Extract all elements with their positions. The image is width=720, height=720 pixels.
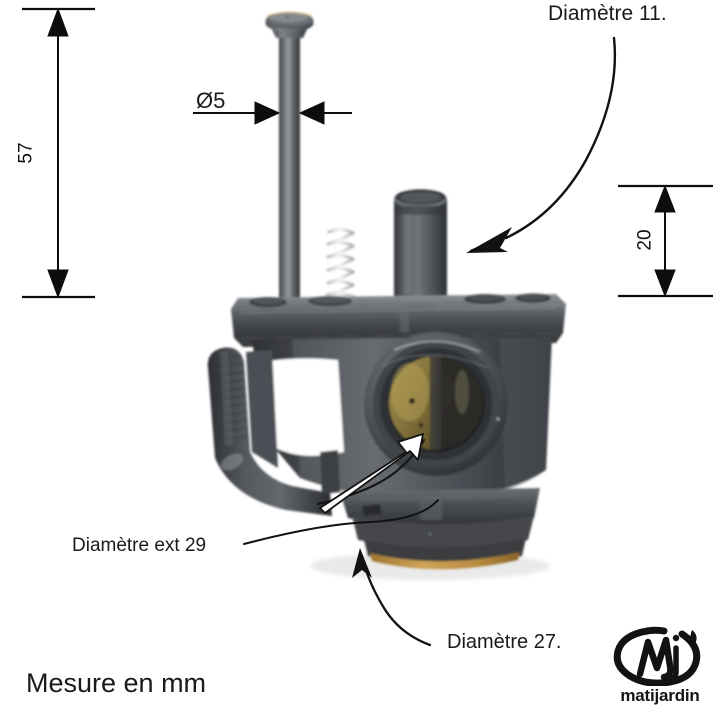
leader-curve	[360, 554, 432, 647]
arrowhead-up	[654, 184, 676, 213]
leader-diameter-11	[466, 36, 617, 253]
brand-wordmark: matijardin	[620, 686, 700, 705]
base-flange	[340, 488, 540, 570]
hollow-arrow	[319, 433, 424, 514]
dimension-value-57: 57	[15, 142, 37, 164]
valve-assembly	[207, 11, 566, 570]
label-diameter-27: Diamètre 27.	[447, 631, 562, 653]
matijardin-mark-icon	[613, 626, 701, 687]
arrowhead-right	[254, 101, 281, 125]
coil-spring	[325, 228, 356, 299]
dimension-value-20: 20	[634, 229, 656, 251]
circular-port	[364, 332, 508, 476]
label-units-note: Mesure en mm	[26, 668, 207, 698]
leader-curve-inner	[316, 438, 426, 506]
leader-diameter-27	[352, 548, 432, 647]
elbow-pipe	[207, 347, 340, 516]
valve-body	[246, 336, 552, 500]
dimension-20	[618, 184, 713, 298]
arrowhead-down	[654, 269, 676, 298]
arrowhead-left	[298, 101, 325, 125]
arrowhead	[466, 227, 512, 253]
label-diameter-ext-29: Diamètre ext 29	[72, 535, 207, 556]
brand-logo: matijardin	[604, 624, 716, 714]
flange-plate	[231, 293, 566, 347]
arrowhead-down	[47, 269, 69, 299]
leader-curve-outer	[243, 499, 439, 545]
arrowhead-up	[47, 7, 69, 37]
push-rod-part	[265, 11, 314, 305]
arrowhead	[352, 548, 372, 578]
outlet-nozzle	[394, 189, 447, 308]
leader-curve	[504, 36, 617, 240]
leader-diameter-ext-29	[243, 433, 439, 545]
label-diameter-5: Ø5	[196, 88, 226, 113]
label-diameter-11: Diamètre 11.	[548, 2, 667, 25]
ground-shadow	[310, 552, 550, 580]
